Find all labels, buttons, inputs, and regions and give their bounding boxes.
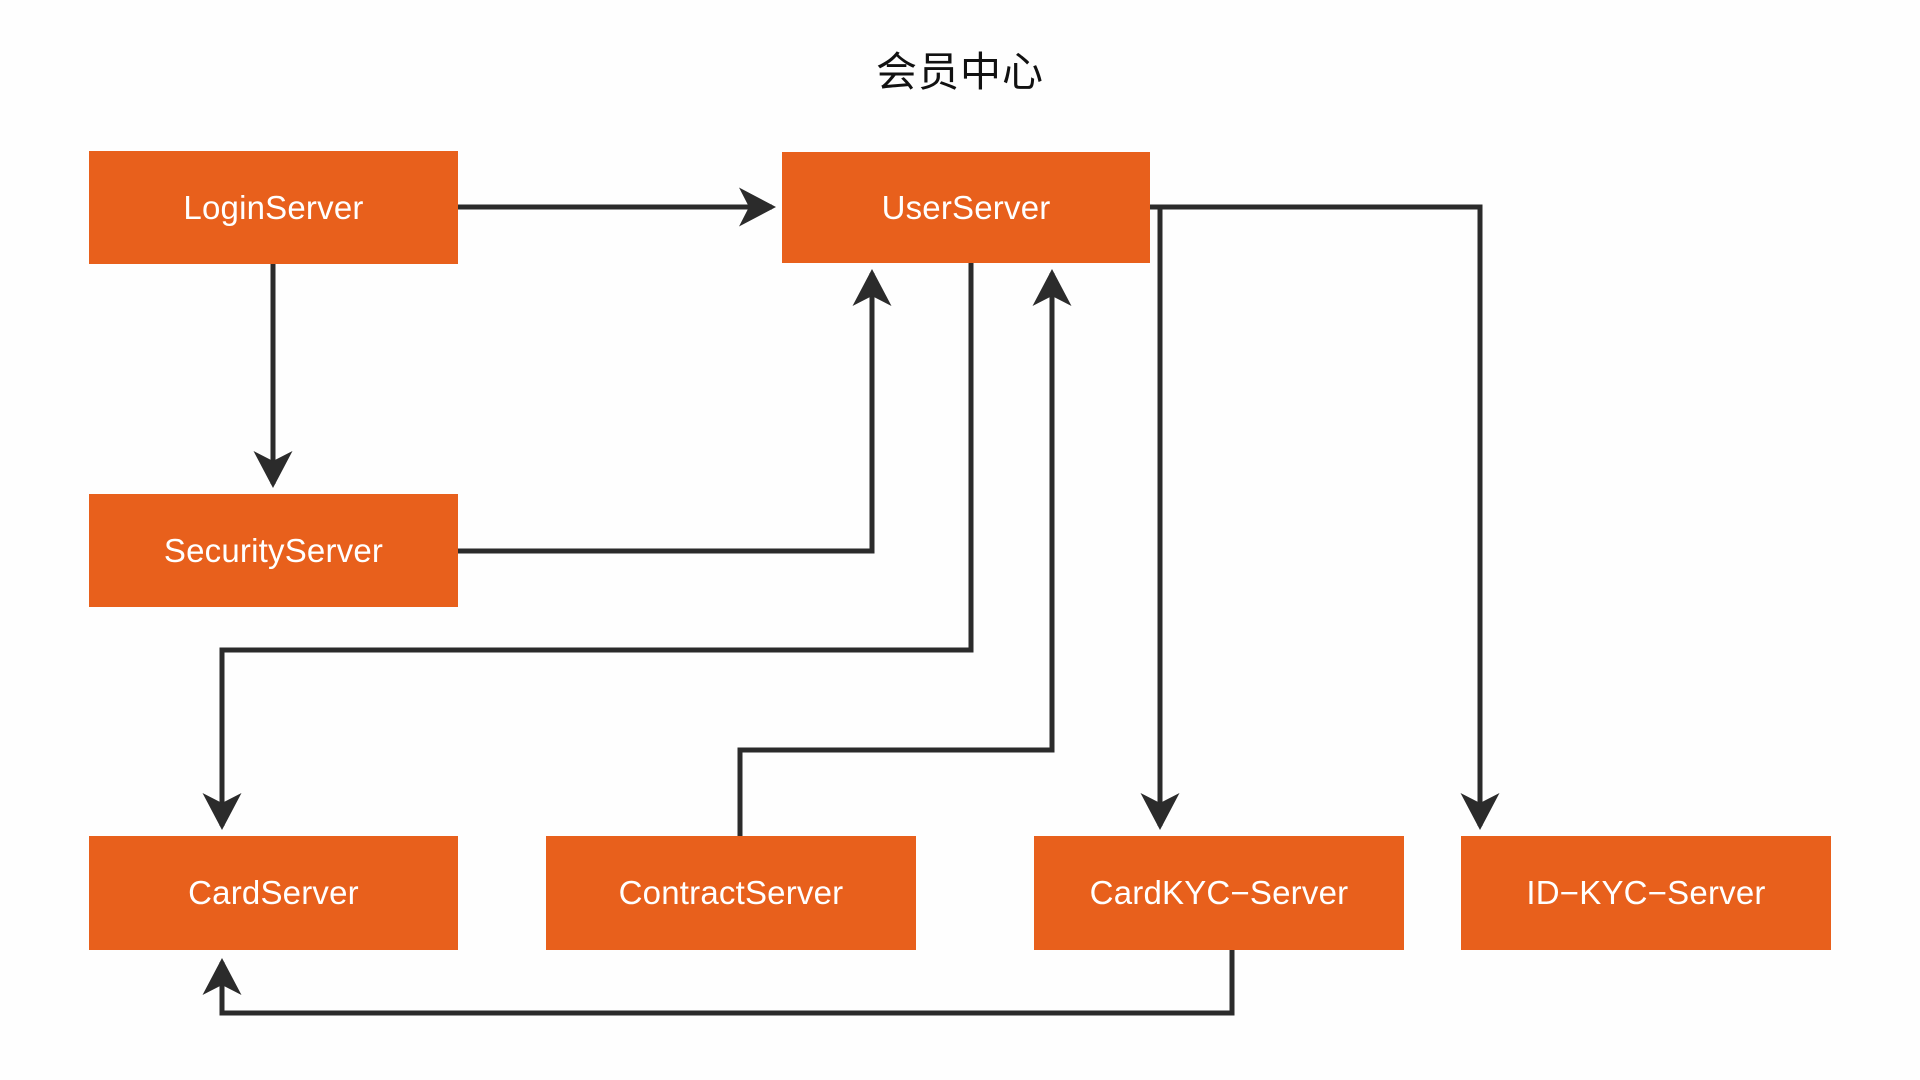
node-label-idkyc-server: ID−KYC−Server bbox=[1526, 874, 1766, 911]
node-cardkyc-server[interactable]: CardKYC−Server bbox=[1034, 836, 1404, 950]
node-label-user-server: UserServer bbox=[881, 188, 1051, 226]
node-label-contract-server: ContractServer bbox=[618, 874, 844, 911]
node-label-login-server: LoginServer bbox=[183, 188, 364, 226]
node-label-cardkyc-server: CardKYC−Server bbox=[1089, 874, 1349, 911]
node-security-server[interactable]: SecurityServer bbox=[89, 494, 458, 607]
node-label-card-server: CardServer bbox=[188, 874, 359, 911]
page-title: 会员中心 bbox=[876, 48, 1044, 96]
node-card-server[interactable]: CardServer bbox=[89, 836, 458, 950]
edge-cardkyc-to-card bbox=[202, 950, 1235, 1016]
edge-user-to-idkyc bbox=[1150, 204, 1500, 831]
edge-security-to-user bbox=[458, 268, 892, 554]
node-user-server[interactable]: UserServer bbox=[782, 152, 1150, 263]
node-idkyc-server[interactable]: ID−KYC−Server bbox=[1461, 836, 1831, 950]
edge-contract-to-user bbox=[737, 268, 1072, 836]
edge-user-to-cardkyc bbox=[1140, 204, 1180, 831]
node-contract-server[interactable]: ContractServer bbox=[546, 836, 916, 950]
node-login-server[interactable]: LoginServer bbox=[89, 151, 458, 264]
node-label-security-server: SecurityServer bbox=[163, 531, 384, 569]
